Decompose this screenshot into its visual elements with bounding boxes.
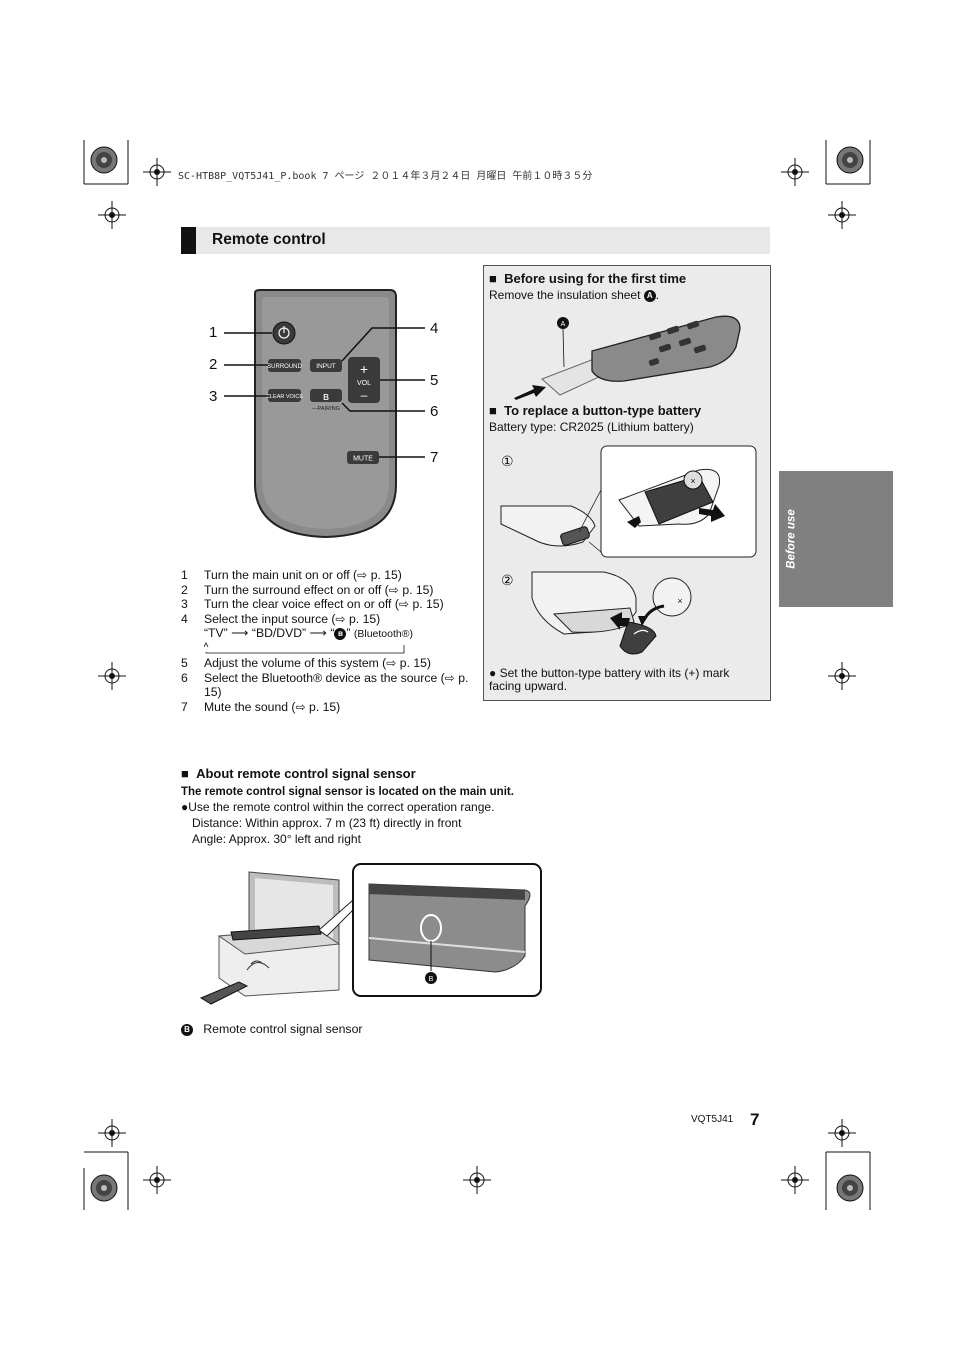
badge-a-marker: A [561, 321, 566, 328]
badge-b-marker: B [429, 976, 434, 983]
remote-illustration: SURROUND INPUT CLEAR VOICE ʙ —PAIRING + … [224, 289, 425, 539]
callout-6: 6 [430, 403, 439, 420]
vol-down-icon: – [361, 388, 368, 402]
surround-button: SURROUND [267, 364, 302, 370]
file-header: SC-HTB8P_VQT5J41_P.book 7 ページ ２０１４年３月２４日… [178, 171, 593, 182]
square-bullet-icon: ■ [181, 766, 189, 781]
section-header: Remote control [181, 227, 770, 254]
coin-battery-icon: × [677, 596, 682, 606]
battery-panel: ■ Before using for the first time Remove… [483, 265, 771, 701]
callout-7: 7 [430, 449, 439, 466]
callout-5: 5 [430, 372, 439, 389]
side-tab-label: Before use [786, 509, 798, 569]
vol-label: VOL [357, 380, 371, 387]
battery-type: Battery type: CR2025 (Lithium battery) [489, 420, 694, 434]
model-code: VQT5J41 [691, 1114, 734, 1125]
callout-4: 4 [430, 320, 439, 337]
badge-a: A [643, 289, 656, 302]
step-2-label: ② [501, 572, 514, 588]
bullet-icon: ● [181, 800, 189, 814]
callout-1: 1 [209, 324, 218, 341]
section-title: Remote control [212, 231, 326, 248]
bluetooth-icon: ʙ [323, 390, 329, 403]
step-1-label: ① [501, 453, 514, 469]
callout-2: 2 [209, 356, 218, 373]
first-time-heading: ■ Before using for the first time [489, 271, 687, 286]
sensor-caption: B Remote control signal sensor [181, 1022, 363, 1036]
battery-heading: ■ To replace a button-type battery [489, 403, 702, 418]
sensor-heading: ■ About remote control signal sensor [181, 766, 416, 781]
clear-voice-button: CLEAR VOICE [266, 394, 303, 400]
battery-step-2-illustration: × [531, 571, 692, 655]
cycle-return-arrow [204, 642, 405, 654]
bullet-icon: ● [489, 666, 500, 680]
section-marker [181, 227, 196, 254]
input-cycle: “TV” ⟶ “BD/DVD” ⟶ “ʙ” (Bluetooth®) [204, 626, 413, 641]
sensor-bullet: ●Use the remote control within the corre… [181, 800, 495, 814]
input-button: INPUT [316, 363, 336, 370]
bluetooth-badge-icon: ʙ [334, 628, 347, 641]
sensor-bold-line: The remote control signal sensor is loca… [181, 786, 514, 798]
battery-step-1-illustration: × [500, 445, 757, 558]
insulation-sheet-illustration: A [514, 315, 741, 400]
square-bullet-icon: ■ [489, 403, 497, 418]
callout-3: 3 [209, 388, 218, 405]
vol-up-icon: + [360, 361, 368, 377]
page-number: 7 [750, 1110, 760, 1129]
sensor-section: ■ About remote control signal sensor The… [181, 766, 641, 847]
battery-plus-icon: × [690, 476, 695, 486]
first-time-text: Remove the insulation sheet A. [489, 288, 660, 302]
battery-note: ● Set the button-type battery with its (… [489, 666, 730, 693]
mute-button: MUTE [353, 456, 373, 463]
sensor-angle: Angle: Approx. 30° left and right [192, 832, 361, 846]
side-tab: Before use [779, 471, 893, 607]
square-bullet-icon: ■ [489, 271, 497, 286]
tv-setup-illustration: B [199, 863, 542, 1005]
badge-b: B [181, 1023, 193, 1036]
sensor-distance: Distance: Within approx. 7 m (23 ft) dir… [192, 816, 462, 830]
pairing-label: —PAIRING [312, 406, 340, 412]
